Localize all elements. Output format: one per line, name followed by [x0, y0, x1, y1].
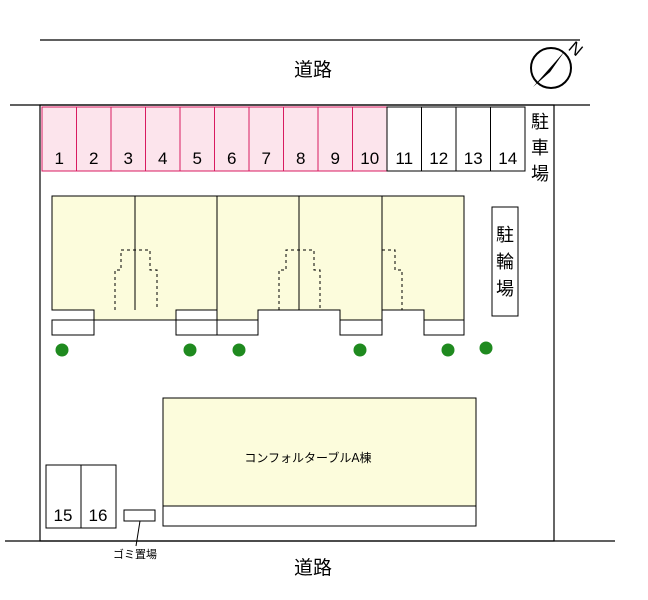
tree-icon [55, 343, 69, 357]
bicycle-label-char-1: 駐 [496, 225, 514, 246]
bicycle-parking: 駐 輪 場 [491, 206, 519, 317]
tree-icon [183, 343, 197, 357]
parking-space-box [386, 106, 422, 172]
tree-icon [441, 343, 455, 357]
parking-space-box [76, 106, 112, 172]
bicycle-label-char-3: 場 [496, 279, 514, 300]
compass-icon: N [530, 38, 586, 89]
parking-space-number: 13 [464, 149, 483, 168]
parking-space-number: 6 [227, 149, 236, 168]
garbage-area: ゴミ置場 [113, 509, 157, 561]
parking-label: 駐 車 場 [531, 112, 549, 185]
parking-space-number: 2 [89, 149, 98, 168]
parking-space-16: 16 [89, 506, 108, 525]
tree-icon [232, 343, 246, 357]
parking-space-box [352, 106, 388, 172]
parking-space-number: 11 [395, 149, 413, 168]
parking-space-box [283, 106, 319, 172]
parking-space-number: 5 [193, 149, 202, 168]
parking-space-box [110, 106, 146, 172]
parking-space-box [490, 106, 526, 172]
parking-label-char-2: 車 [531, 138, 549, 159]
parking-space-number: 8 [296, 149, 305, 168]
parking-space-number: 10 [360, 149, 379, 168]
tree-icon [479, 341, 493, 355]
bicycle-label-char-2: 輪 [496, 252, 514, 273]
parking-space-box [248, 106, 284, 172]
upper-building [51, 195, 465, 336]
trees [55, 341, 493, 357]
parking-label-char-3: 場 [531, 164, 549, 185]
parking-space-number: 3 [124, 149, 133, 168]
bottom-road-label: 道路 [294, 557, 332, 579]
parking-label-char-1: 駐 [531, 112, 549, 133]
parking-space-box [179, 106, 215, 172]
lower-parking: 15 16 [45, 464, 117, 529]
garbage-label: ゴミ置場 [113, 547, 157, 561]
parking-space-number: 12 [429, 149, 448, 168]
tree-icon [353, 343, 367, 357]
parking-space-15: 15 [54, 506, 73, 525]
parking-space-box [214, 106, 250, 172]
parking-space-box [145, 106, 181, 172]
parking-space-box [455, 106, 491, 172]
building-a: コンフォルターブルA棟 [162, 397, 477, 527]
parking-space-number: 7 [262, 149, 271, 168]
parking-space-box [421, 106, 457, 172]
parking-space-number: 4 [158, 149, 167, 168]
parking-space-number: 1 [55, 149, 64, 168]
parking-space-box [317, 106, 353, 172]
building-a-label: コンフォルターブルA棟 [244, 450, 371, 465]
top-road-label: 道路 [294, 59, 332, 81]
parking-space-number: 14 [498, 149, 517, 168]
parking-space-number: 9 [331, 149, 340, 168]
